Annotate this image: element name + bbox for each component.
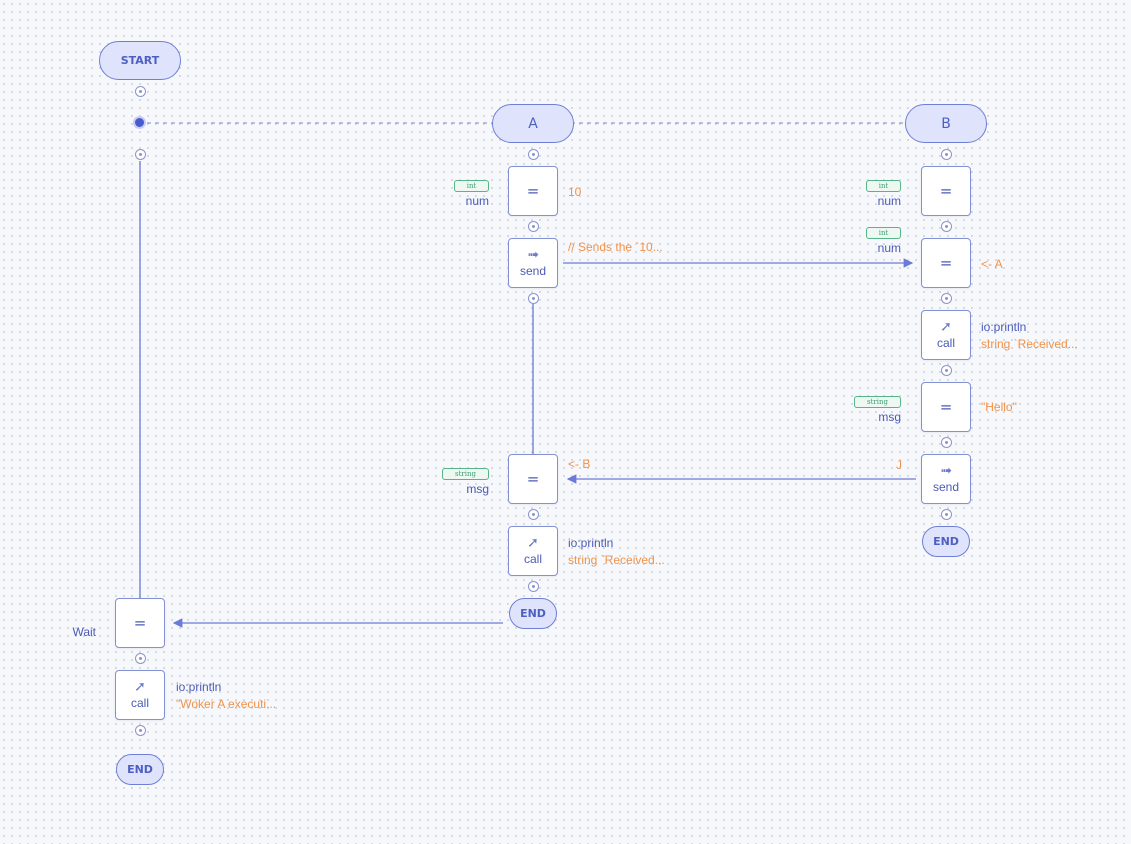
assign-value: <- A [981, 257, 1003, 271]
call-argument: string `Received... [568, 553, 665, 567]
port[interactable] [135, 725, 146, 736]
receive-num-node[interactable]: = [921, 238, 971, 288]
assign-value: "Hello" [981, 400, 1017, 414]
node-label: send [519, 264, 547, 278]
send-node[interactable]: ➟ send [921, 454, 971, 504]
call-node[interactable]: ➚ call [115, 670, 165, 720]
end-a-pill[interactable]: END [509, 598, 557, 629]
port[interactable] [528, 149, 539, 160]
port[interactable] [528, 293, 539, 304]
send-icon: ➟ [527, 247, 539, 263]
assign-operator: = [939, 254, 953, 272]
port[interactable] [135, 653, 146, 664]
variable-name: num [877, 241, 901, 255]
assign-operator: = [939, 398, 953, 416]
port[interactable] [941, 293, 952, 304]
end-main-pill[interactable]: END [116, 754, 164, 785]
assign-operator: = [939, 182, 953, 200]
port[interactable] [941, 437, 952, 448]
variable-name: num [465, 194, 489, 208]
end-b-pill[interactable]: END [922, 526, 970, 557]
start-pill[interactable]: START [99, 41, 181, 80]
assign-num-node[interactable]: = [921, 166, 971, 216]
call-node[interactable]: ➚ call [921, 310, 971, 360]
assign-num-node[interactable]: = [508, 166, 558, 216]
fork-port[interactable] [133, 116, 146, 129]
type-tag-string: string [442, 468, 489, 480]
assign-operator: = [133, 614, 147, 632]
type-tag-int: int [866, 180, 901, 192]
variable-name: msg [878, 410, 901, 424]
assign-operator: = [526, 182, 540, 200]
assign-value: <- B [568, 457, 591, 471]
send-icon: ➟ [940, 463, 952, 479]
send-node[interactable]: ➟ send [508, 238, 558, 288]
node-label: call [130, 696, 149, 710]
type-tag-int: int [454, 180, 489, 192]
port[interactable] [528, 581, 539, 592]
wait-node[interactable]: = [115, 598, 165, 648]
send-value: J [896, 458, 902, 472]
node-label: call [936, 336, 955, 350]
variable-name: msg [466, 482, 489, 496]
port[interactable] [941, 365, 952, 376]
type-tag-int: int [866, 227, 901, 239]
worker-a-pill[interactable]: A [492, 104, 574, 143]
call-function-name: io:println [981, 320, 1027, 334]
node-label: send [932, 480, 960, 494]
assign-operator: = [526, 470, 540, 488]
call-function-name: io:println [568, 536, 614, 550]
type-tag-string: string [854, 396, 901, 408]
port[interactable] [941, 509, 952, 520]
assign-msg-node[interactable]: = [508, 454, 558, 504]
port[interactable] [941, 149, 952, 160]
assign-msg-node[interactable]: = [921, 382, 971, 432]
send-comment: // Sends the `10... [568, 240, 663, 254]
call-argument: string `Received... [981, 337, 1078, 351]
port[interactable] [135, 86, 146, 97]
call-function-name: io:println [176, 680, 222, 694]
call-icon: ➚ [940, 319, 952, 335]
call-argument: "Woker A executi... [176, 697, 277, 711]
variable-name: num [877, 194, 901, 208]
node-label: call [523, 552, 542, 566]
port[interactable] [941, 221, 952, 232]
port[interactable] [135, 149, 146, 160]
worker-b-pill[interactable]: B [905, 104, 987, 143]
call-icon: ➚ [134, 679, 146, 695]
port[interactable] [528, 509, 539, 520]
call-icon: ➚ [527, 535, 539, 551]
assign-value: 10 [568, 185, 582, 199]
wait-label: Wait [72, 625, 96, 639]
call-node[interactable]: ➚ call [508, 526, 558, 576]
port[interactable] [528, 221, 539, 232]
